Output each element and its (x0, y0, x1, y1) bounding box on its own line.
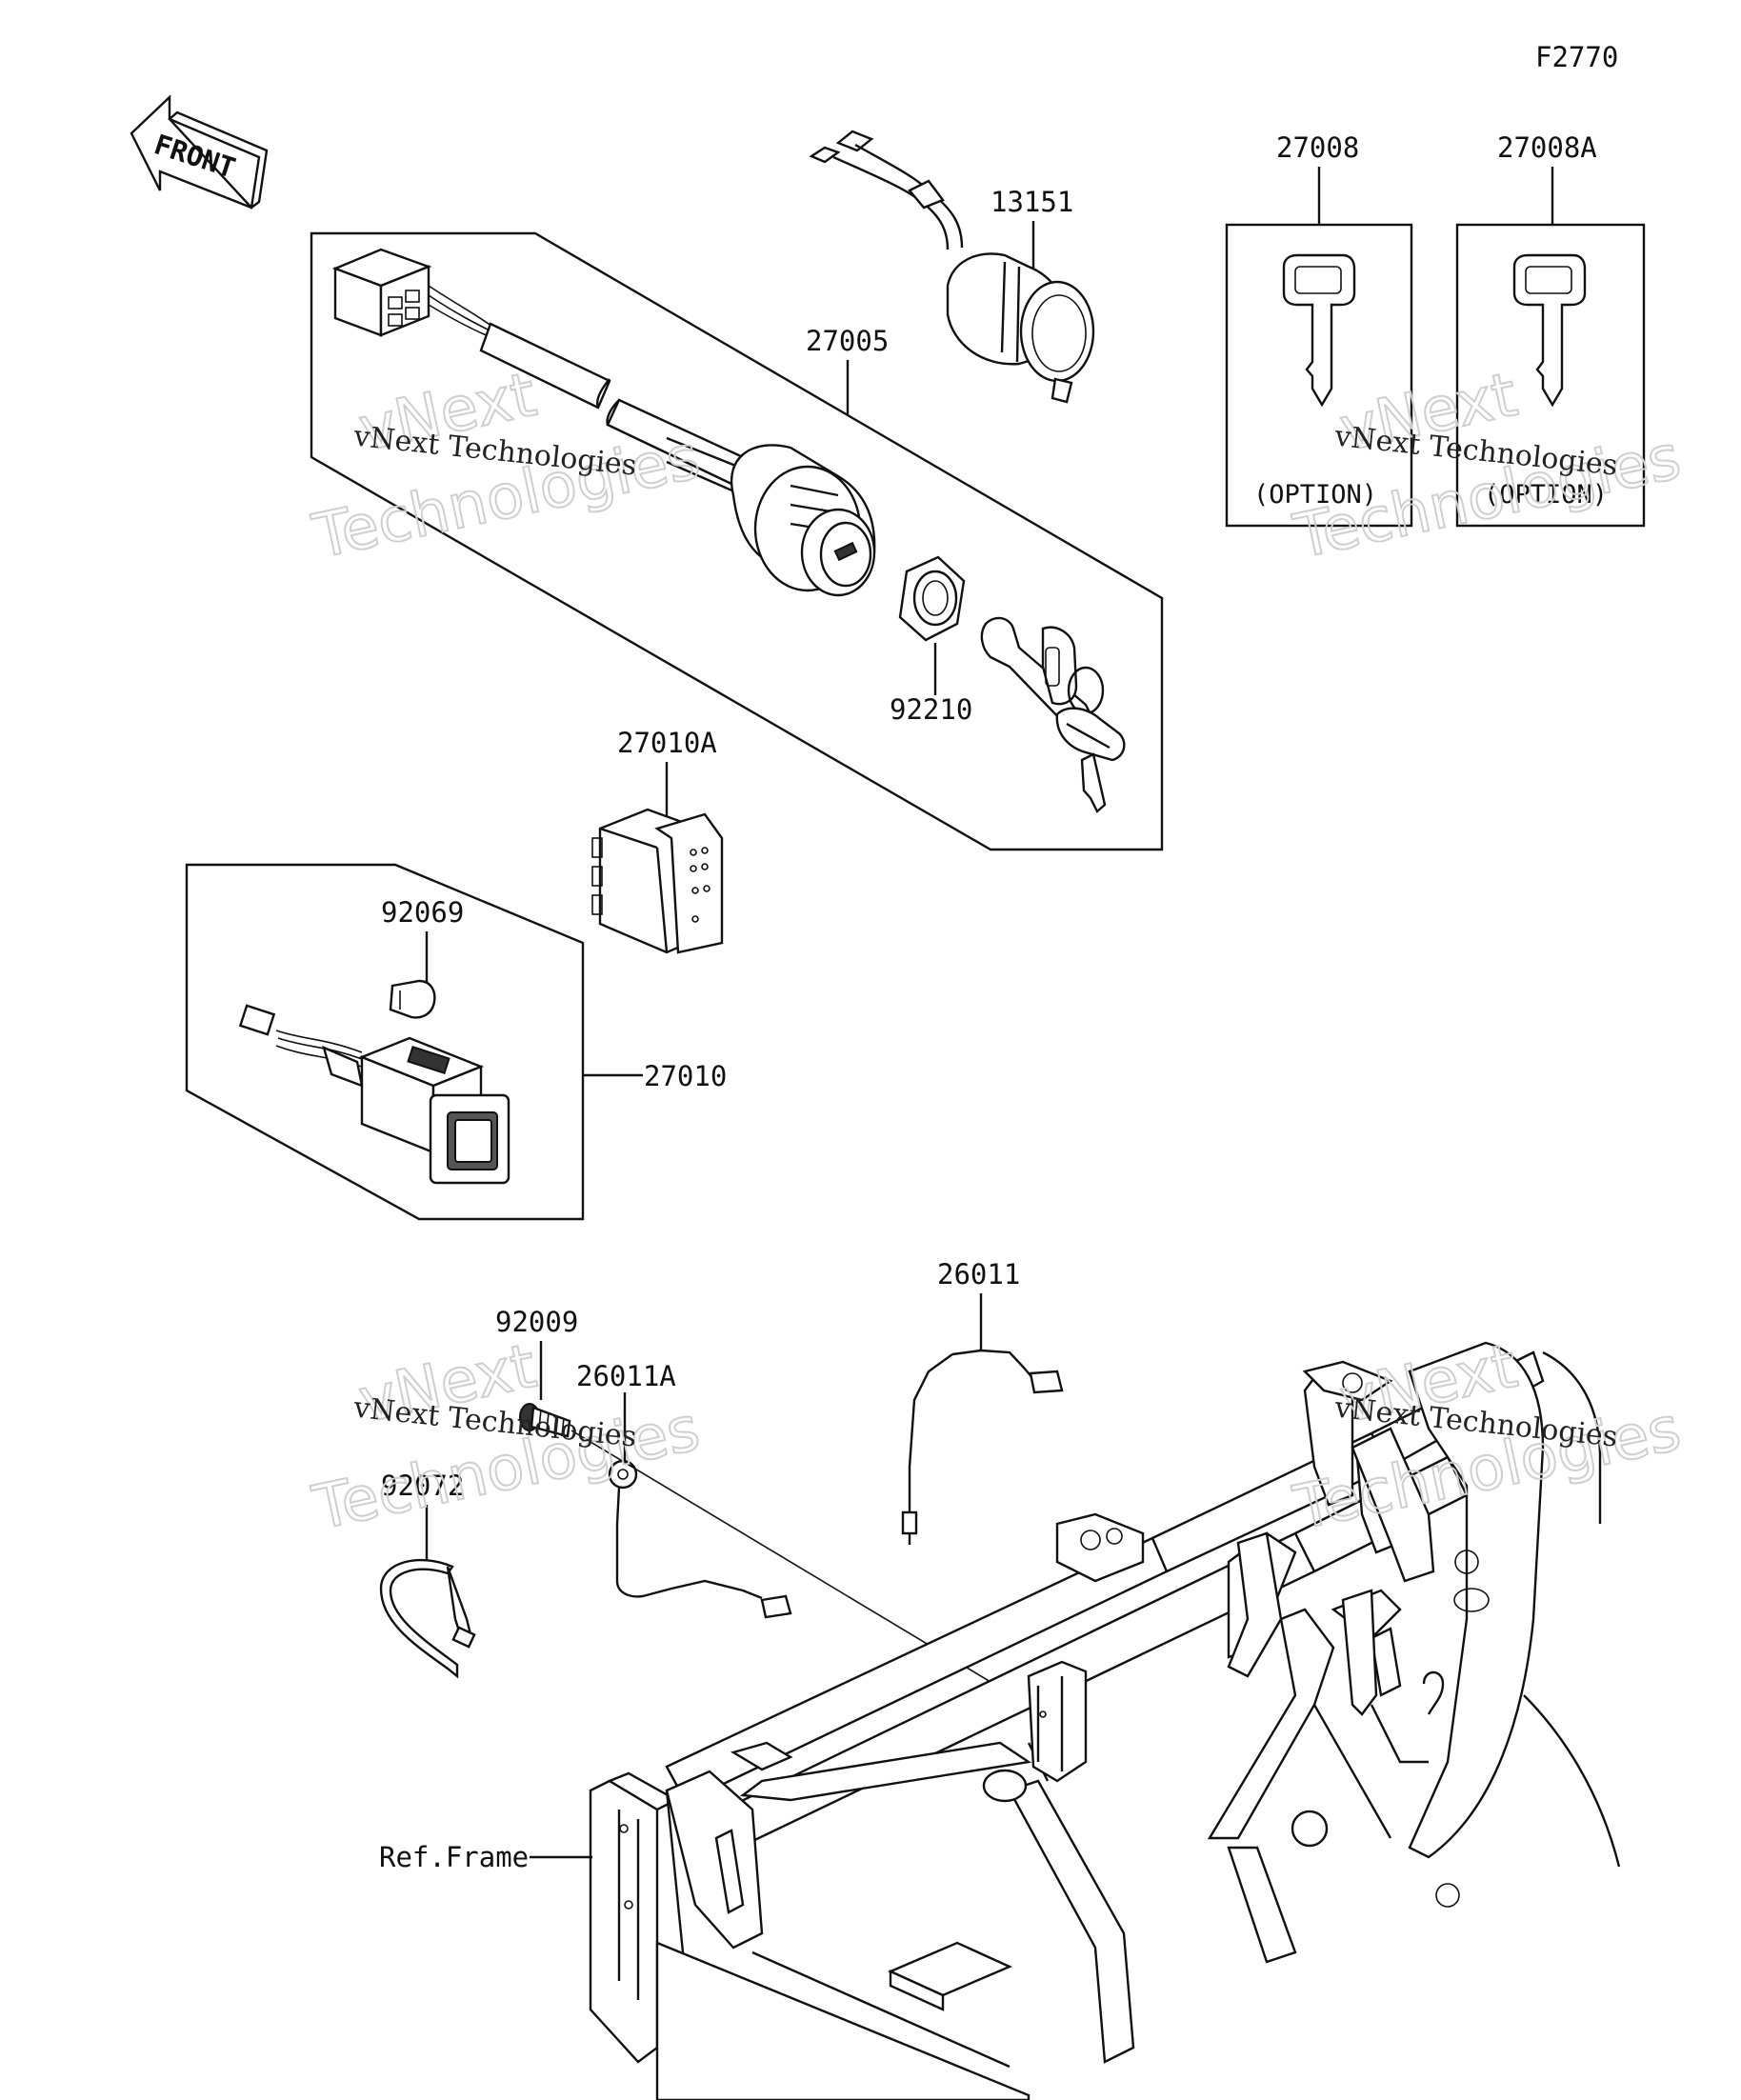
label-27008a: 27008A (1497, 131, 1597, 164)
part-92009-group: 92009 (495, 1306, 578, 1438)
key-option-27008a-group: 27008A (OPTION) (1455, 131, 1646, 528)
label-13151: 13151 (991, 186, 1073, 218)
front-arrow-icon: FRONT (130, 94, 269, 210)
ignition-switch-kit-group: 27005 92210 (310, 231, 1164, 851)
option-label-27008: (OPTION) (1253, 480, 1377, 510)
figure-code: F2770 (1535, 41, 1618, 73)
label-92072: 92072 (381, 1470, 464, 1502)
label-27010a: 27010A (617, 727, 717, 759)
box-27008a (1455, 223, 1646, 528)
label-92069: 92069 (381, 896, 464, 929)
part-27010-group: 92069 27010 (185, 863, 727, 1221)
label-26011: 26011 (937, 1258, 1020, 1290)
label-27008: 27008 (1276, 131, 1359, 164)
option-label-27008a: (OPTION) (1484, 480, 1608, 510)
ground-lead-26011a-icon (608, 1459, 792, 1619)
bolt-92009-icon (519, 1403, 571, 1438)
part-26011a-group: 26011A (570, 1360, 1030, 1706)
bulb-92069-icon (389, 979, 436, 1019)
harness-connector-icon (331, 248, 496, 340)
ref-frame-label: Ref.Frame (379, 1841, 529, 1873)
kit-outline-27005 (310, 231, 1164, 851)
vehicle-frame-illustration (589, 1341, 1621, 2100)
label-92210: 92210 (890, 693, 972, 726)
label-26011a: 26011A (576, 1360, 676, 1392)
part-26011-group: 26011 (901, 1258, 1064, 1545)
label-27010: 27010 (644, 1060, 727, 1092)
ignition-lamp-socket-icon (809, 130, 1095, 404)
label-92009: 92009 (495, 1306, 578, 1338)
ignition-switch-body-icon (730, 444, 876, 597)
keys-icon (980, 616, 1126, 813)
sensor-lead-26011-icon (901, 1349, 1064, 1545)
part-92072-group: 92072 (379, 1470, 476, 1679)
label-27005: 27005 (806, 325, 889, 357)
key-27008a-icon (1512, 253, 1587, 408)
switch-27010-icon (238, 1004, 510, 1185)
cable-tie-icon (379, 1558, 476, 1679)
watermark-2: vNext Technologies vNext Technologies (1287, 359, 1688, 574)
part-13151-group: 13151 (809, 130, 1095, 404)
key-27008-icon (1282, 253, 1356, 408)
kit-outline-27010 (185, 863, 585, 1221)
nut-92210-icon (898, 555, 966, 642)
rocker-switch-icon (591, 808, 724, 954)
key-option-27008-group: 27008 (OPTION) (1225, 131, 1413, 528)
watermark-1: vNext Technologies vNext Technologies (306, 359, 707, 574)
part-27010a-group: 27010A (591, 727, 724, 954)
